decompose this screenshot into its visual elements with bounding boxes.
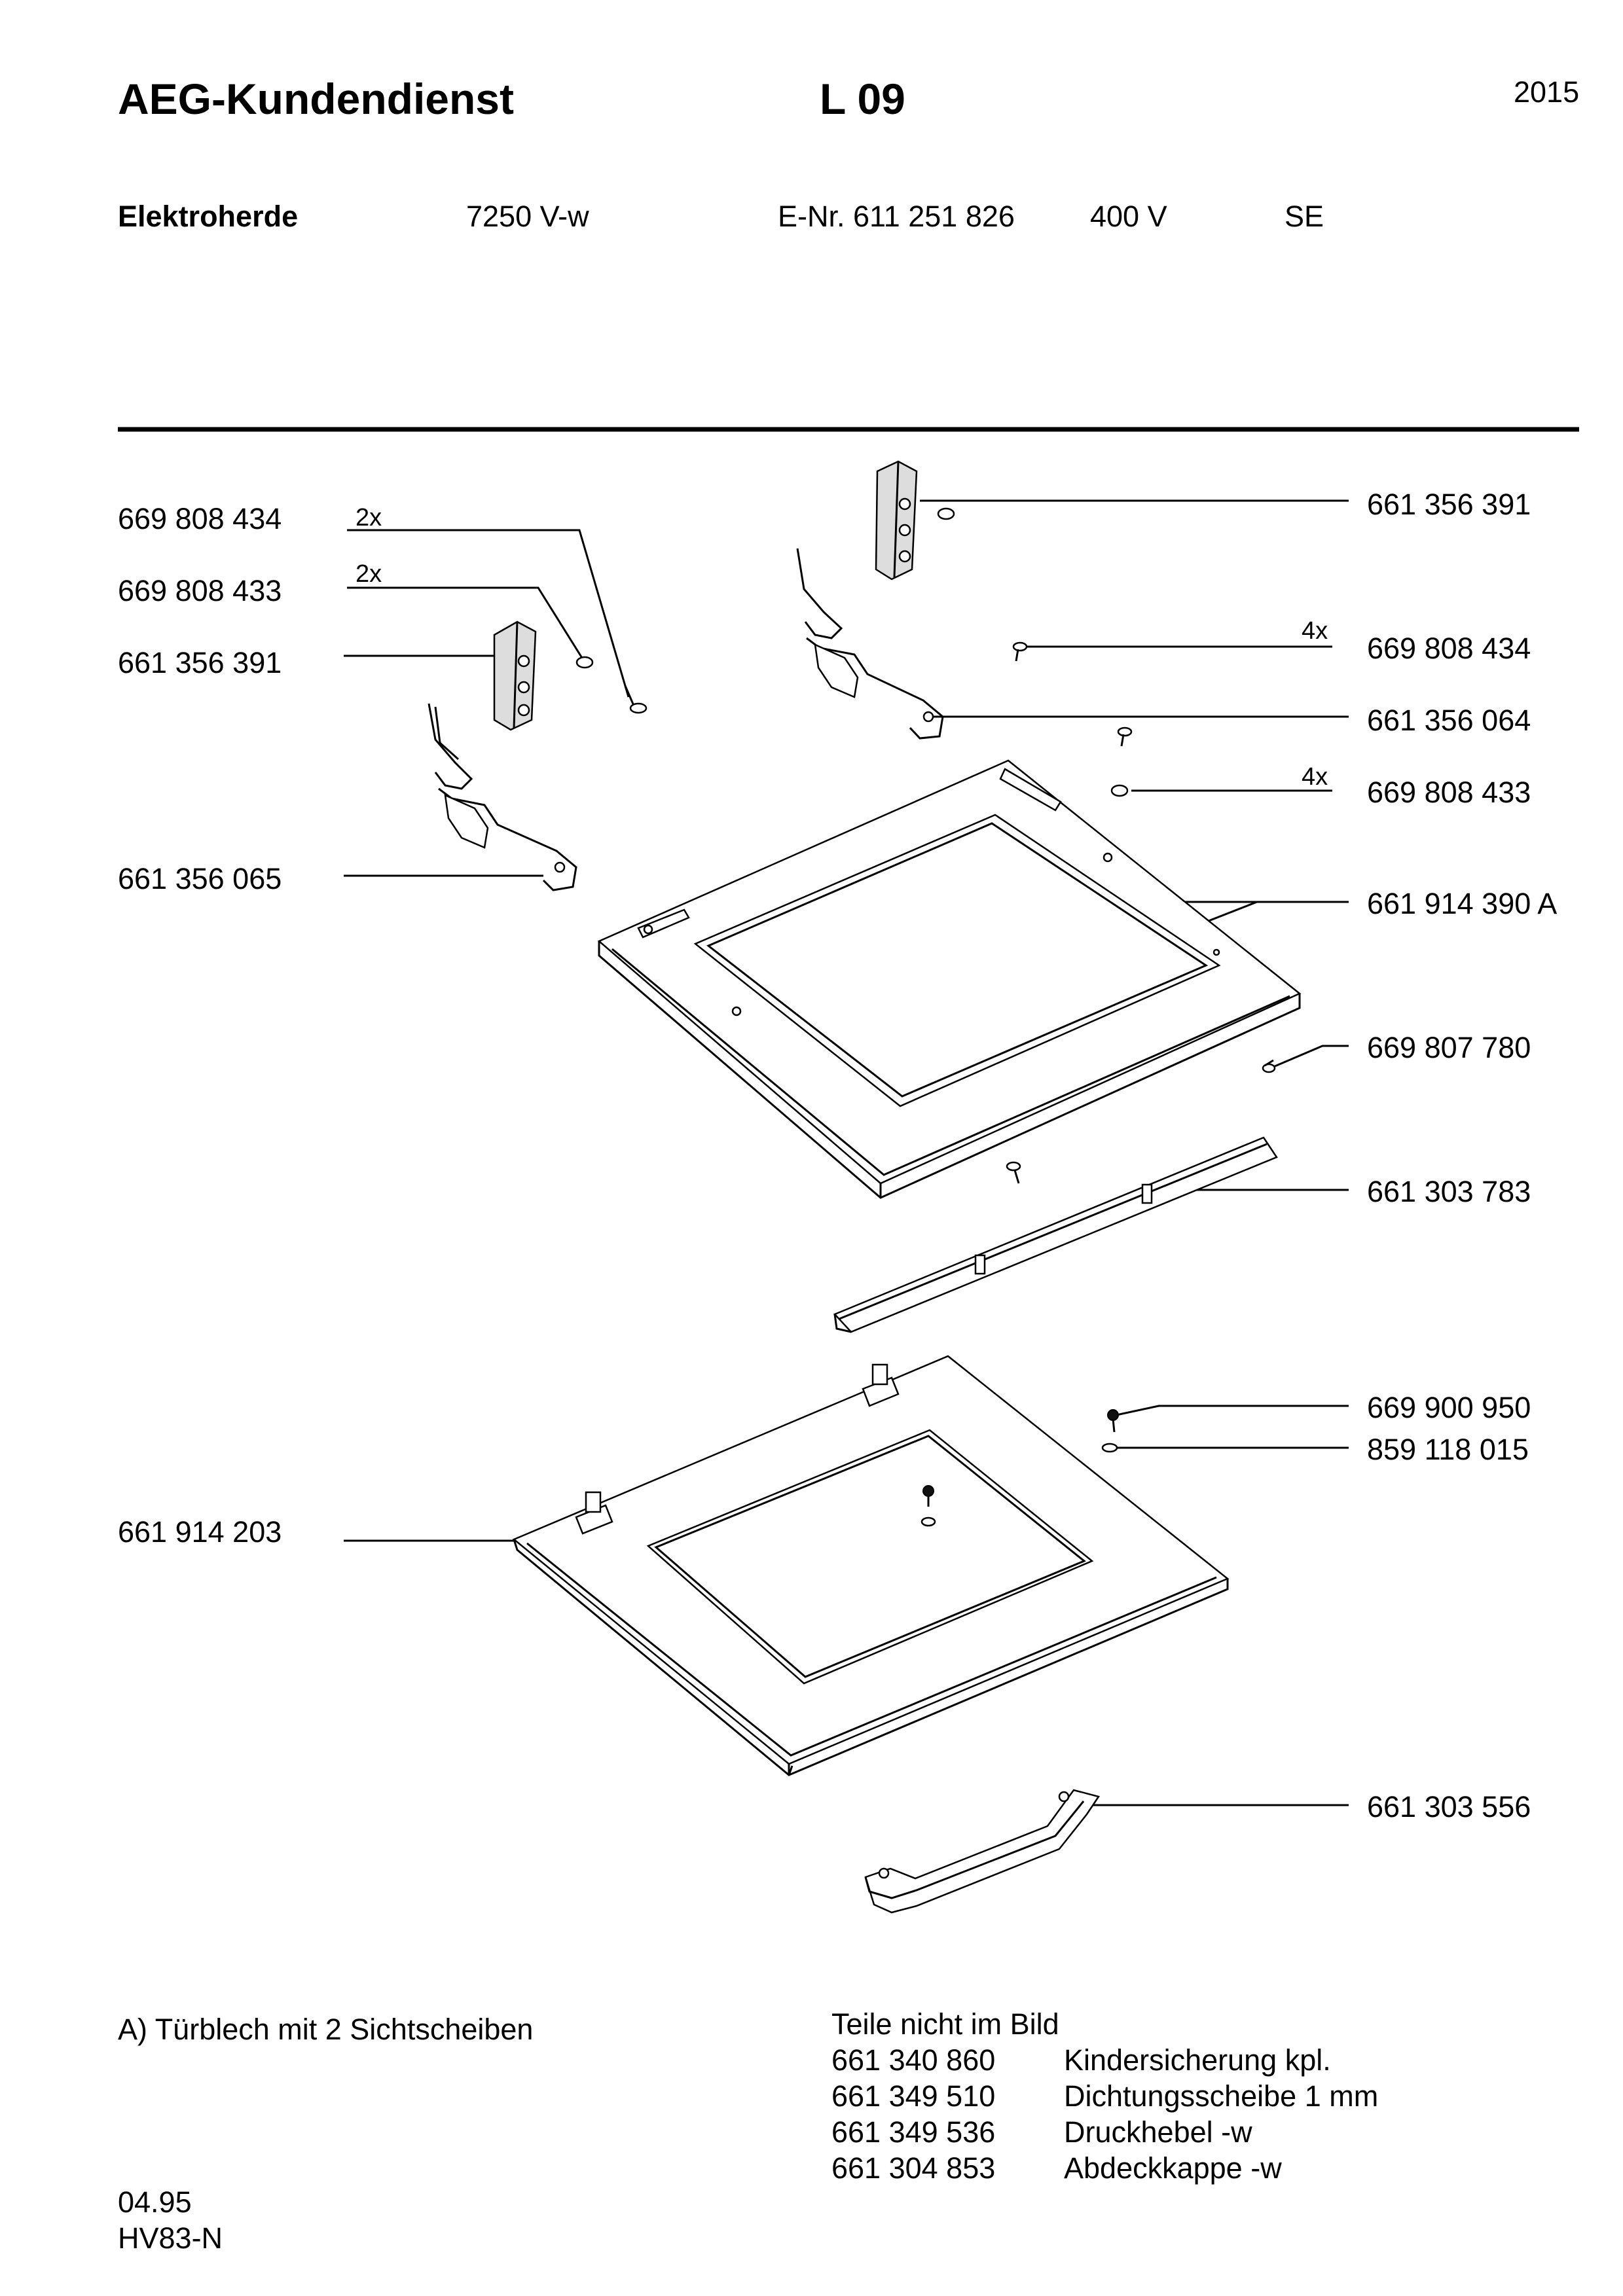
screw-icon-right-2	[1117, 726, 1133, 747]
sheet-number: L 09	[820, 75, 905, 123]
leader-lines-left	[344, 529, 630, 1551]
part-label: 669 808 434	[118, 502, 282, 535]
screw-icon-right-1	[1012, 641, 1028, 662]
not-shown-nr: 661 349 536	[831, 2115, 996, 2149]
qty-label: 4x	[1302, 763, 1328, 791]
washer-icon-right	[1110, 784, 1129, 797]
part-label: 669 807 780	[1367, 1031, 1531, 1064]
note-a: A) Türblech mit 2 Sichtscheiben	[118, 2013, 534, 2046]
page-title: AEG-Kundendienst	[118, 75, 514, 123]
screw-icon-side	[1262, 1059, 1276, 1073]
enr: E-Nr. 611 251 826	[778, 200, 1015, 233]
category: Elektroherde	[118, 200, 299, 233]
door-inner-panel	[597, 759, 1302, 1199]
screw-icon-outer	[1107, 1409, 1119, 1433]
right-hinge	[796, 548, 944, 740]
not-shown-desc: Druckhebel -w	[1064, 2115, 1252, 2149]
part-label: 661 356 391	[1367, 488, 1531, 521]
variant: SE	[1285, 200, 1324, 233]
part-label: 661 356 391	[118, 646, 282, 679]
part-label: 661 914 203	[118, 1515, 282, 1549]
part-label: 661 303 783	[1367, 1175, 1531, 1208]
left-hinge	[428, 703, 577, 891]
voltage: 400 V	[1090, 200, 1167, 233]
door-outer-panel	[512, 1355, 1230, 1776]
not-shown-title: Teile nicht im Bild	[831, 2007, 1059, 2041]
not-shown-desc: Dichtungsscheibe 1 mm	[1064, 2079, 1379, 2113]
door-handle	[864, 1789, 1101, 1914]
model: 7250 V-w	[466, 200, 589, 233]
part-label: 669 808 434	[1367, 632, 1531, 665]
part-label: 669 808 433	[1367, 776, 1531, 809]
part-label: 669 900 950	[1367, 1391, 1531, 1424]
part-label: 859 118 015	[1367, 1433, 1529, 1466]
qty-label: 2x	[356, 504, 382, 531]
screw-icon	[624, 685, 647, 714]
qty-label: 2x	[356, 560, 382, 588]
not-shown-desc: Kindersicherung kpl.	[1064, 2043, 1331, 2077]
footer-date: 04.95	[118, 2185, 192, 2219]
door-top-strip	[833, 1136, 1278, 1333]
not-shown-nr: 661 304 853	[831, 2151, 996, 2185]
footer-code: HV83-N	[118, 2221, 223, 2255]
qty-label: 4x	[1302, 617, 1328, 645]
part-label: 661 356 064	[1367, 704, 1531, 737]
part-label: 661 356 065	[118, 862, 282, 895]
screw-icon-center	[1006, 1161, 1021, 1184]
not-shown-nr: 661 340 860	[831, 2043, 996, 2077]
washer-icon	[937, 507, 955, 520]
part-label: 669 808 433	[118, 574, 282, 607]
left-hinge-cover	[493, 620, 537, 731]
year: 2015	[1514, 75, 1580, 109]
not-shown-desc: Abdeckkappe -w	[1064, 2151, 1282, 2185]
washer-icon	[575, 656, 594, 669]
part-label: 661 914 390 A	[1367, 887, 1558, 920]
not-shown-nr: 661 349 510	[831, 2079, 996, 2113]
right-hinge-cover	[875, 460, 918, 581]
part-label: 661 303 556	[1367, 1790, 1531, 1823]
washer-icon-outer	[1101, 1443, 1118, 1453]
